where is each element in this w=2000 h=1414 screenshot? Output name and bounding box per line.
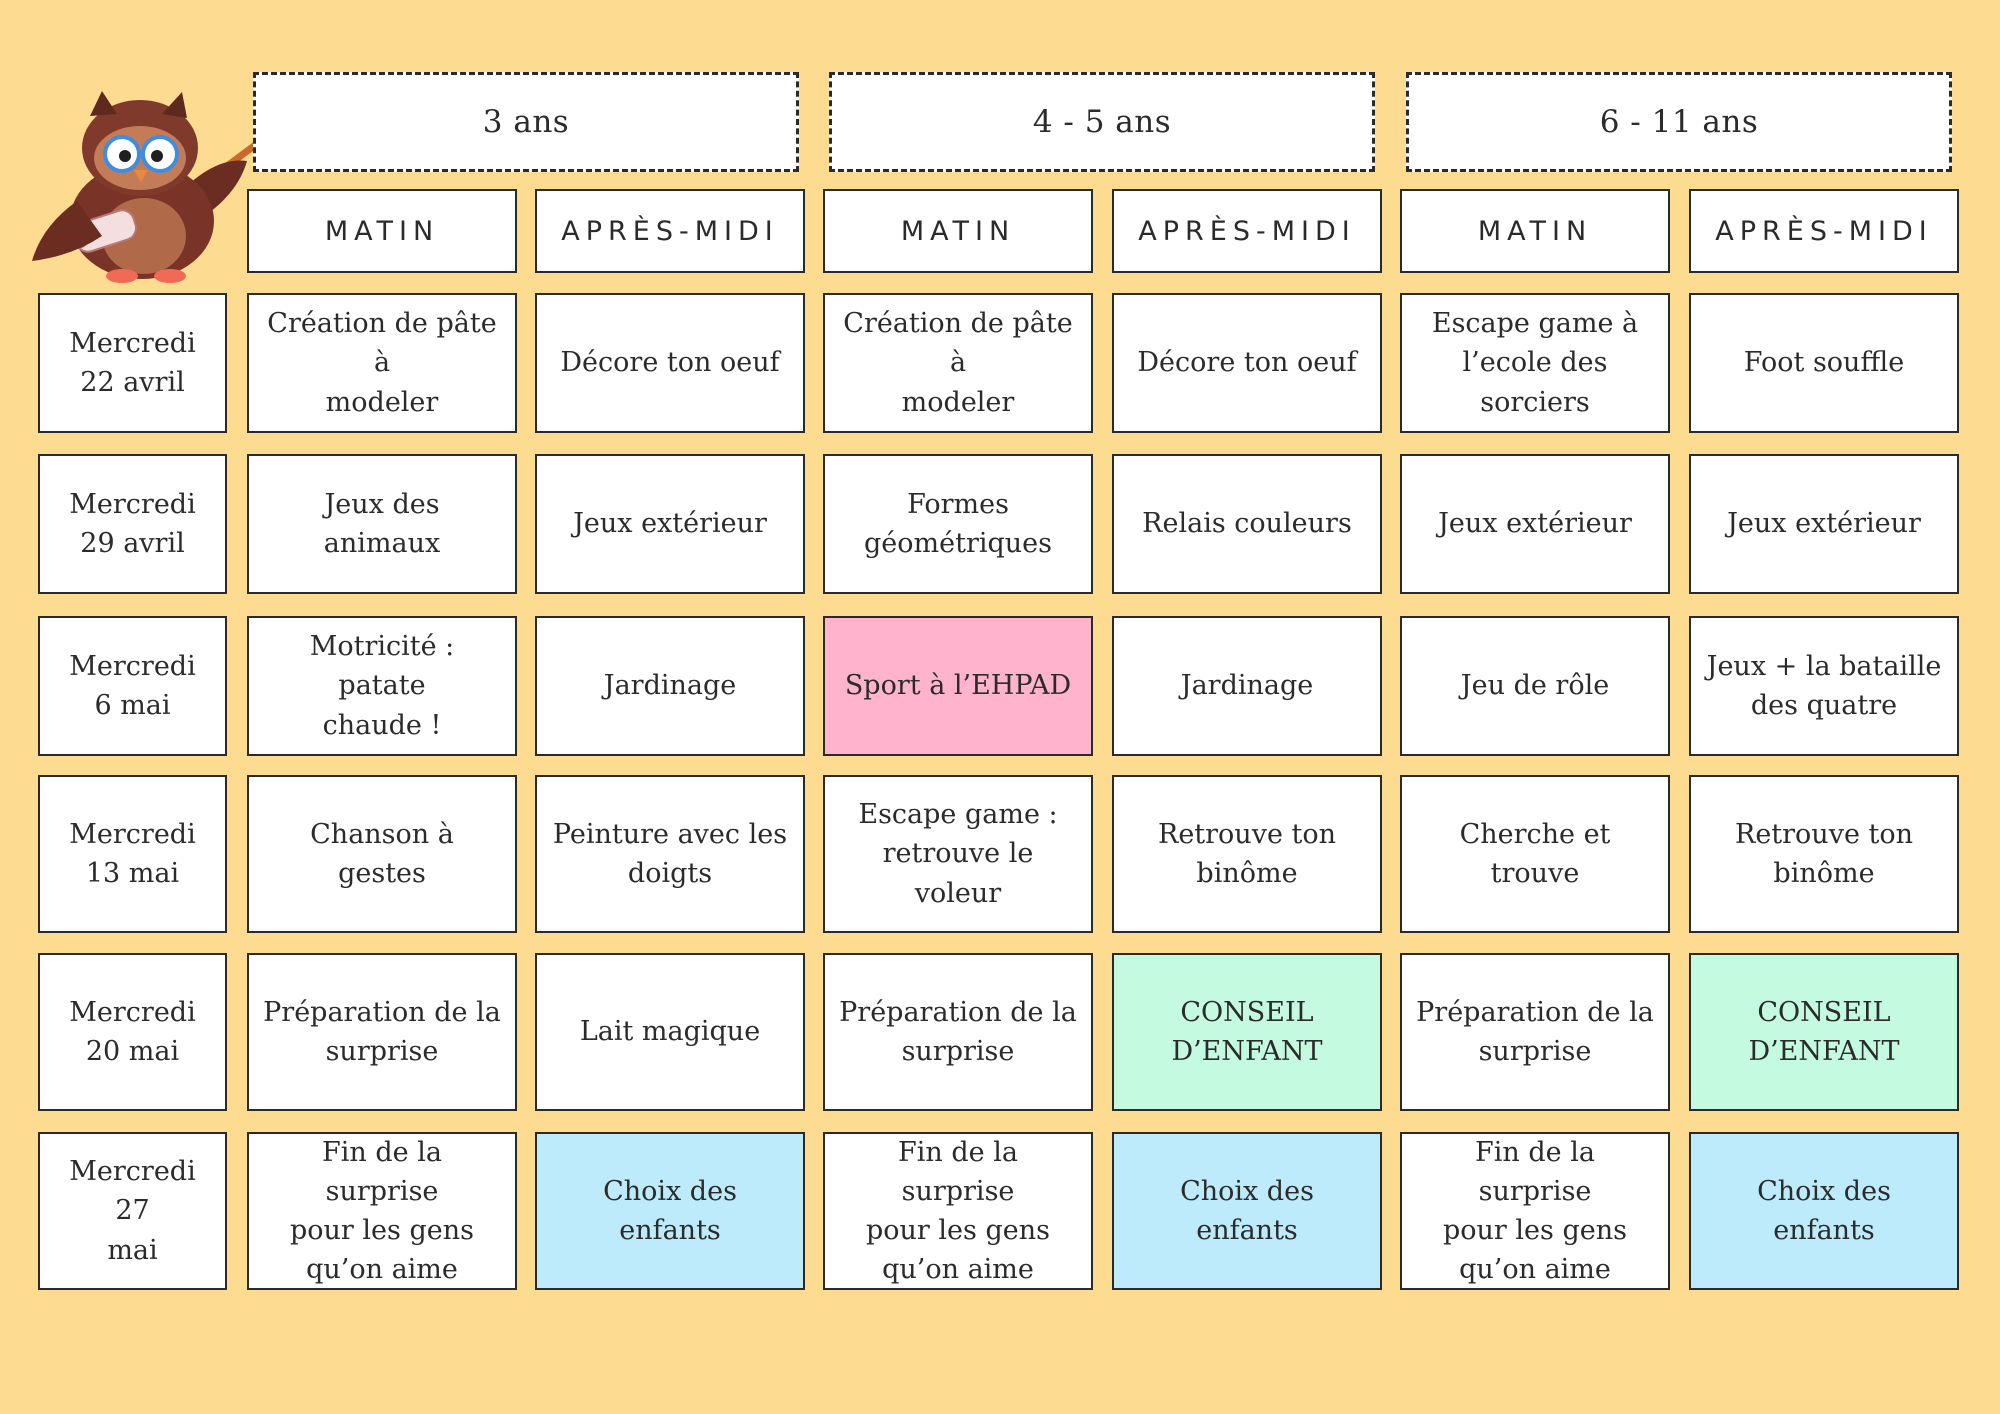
activity-cell: Fin de la surprise pour les gens qu’on a… (1400, 1132, 1670, 1290)
period-header: APRÈS-MIDI (1112, 189, 1382, 273)
activity-cell: CONSEIL D’ENFANT (1112, 953, 1382, 1111)
activity-cell: Fin de la surprise pour les gens qu’on a… (823, 1132, 1093, 1290)
activity-cell: Jeu de rôle (1400, 616, 1670, 756)
date-cell: Mercredi 20 mai (38, 953, 227, 1111)
activity-cell: Choix des enfants (535, 1132, 805, 1290)
date-cell: Mercredi 29 avril (38, 454, 227, 594)
activity-cell: Retrouve ton binôme (1112, 775, 1382, 933)
activity-cell: Jeux des animaux (247, 454, 517, 594)
activity-cell: Lait magique (535, 953, 805, 1111)
activity-cell: Sport à l’EHPAD (823, 616, 1093, 756)
activity-cell: Escape game à l’ecole des sorciers (1400, 293, 1670, 433)
period-header: APRÈS-MIDI (535, 189, 805, 273)
activity-cell: Jardinage (1112, 616, 1382, 756)
activity-cell: Escape game : retrouve le voleur (823, 775, 1093, 933)
date-cell: Mercredi 22 avril (38, 293, 227, 433)
date-cell: Mercredi 27 mai (38, 1132, 227, 1290)
activity-cell: Relais couleurs (1112, 454, 1382, 594)
activity-cell: Motricité : patate chaude ! (247, 616, 517, 756)
age-group-header: 3 ans (253, 72, 799, 172)
period-header: MATIN (247, 189, 517, 273)
activity-cell: Foot souffle (1689, 293, 1959, 433)
activity-cell: Création de pâte à modeler (247, 293, 517, 433)
period-header: MATIN (823, 189, 1093, 273)
activity-cell: Préparation de la surprise (823, 953, 1093, 1111)
owl-mascot-icon (32, 90, 328, 283)
activity-cell: Décore ton oeuf (1112, 293, 1382, 433)
activity-cell: Retrouve ton binôme (1689, 775, 1959, 933)
activity-cell: Jeux extérieur (535, 454, 805, 594)
activity-cell: Cherche et trouve (1400, 775, 1670, 933)
activity-cell: Choix des enfants (1112, 1132, 1382, 1290)
activity-cell: Préparation de la surprise (1400, 953, 1670, 1111)
activity-cell: Choix des enfants (1689, 1132, 1959, 1290)
activity-cell: Peinture avec les doigts (535, 775, 805, 933)
period-header: APRÈS-MIDI (1689, 189, 1959, 273)
activity-cell: Décore ton oeuf (535, 293, 805, 433)
activity-cell: Jeux + la bataille des quatre (1689, 616, 1959, 756)
activity-cell: Jardinage (535, 616, 805, 756)
activity-cell: Préparation de la surprise (247, 953, 517, 1111)
date-cell: Mercredi 13 mai (38, 775, 227, 933)
activity-cell: CONSEIL D’ENFANT (1689, 953, 1959, 1111)
age-group-header: 4 - 5 ans (829, 72, 1375, 172)
activity-cell: Création de pâte à modeler (823, 293, 1093, 433)
age-group-header: 6 - 11 ans (1406, 72, 1952, 172)
activity-cell: Jeux extérieur (1400, 454, 1670, 594)
activity-cell: Jeux extérieur (1689, 454, 1959, 594)
date-cell: Mercredi 6 mai (38, 616, 227, 756)
activity-cell: Fin de la surprise pour les gens qu’on a… (247, 1132, 517, 1290)
activity-cell: Formes géométriques (823, 454, 1093, 594)
period-header: MATIN (1400, 189, 1670, 273)
activity-cell: Chanson à gestes (247, 775, 517, 933)
